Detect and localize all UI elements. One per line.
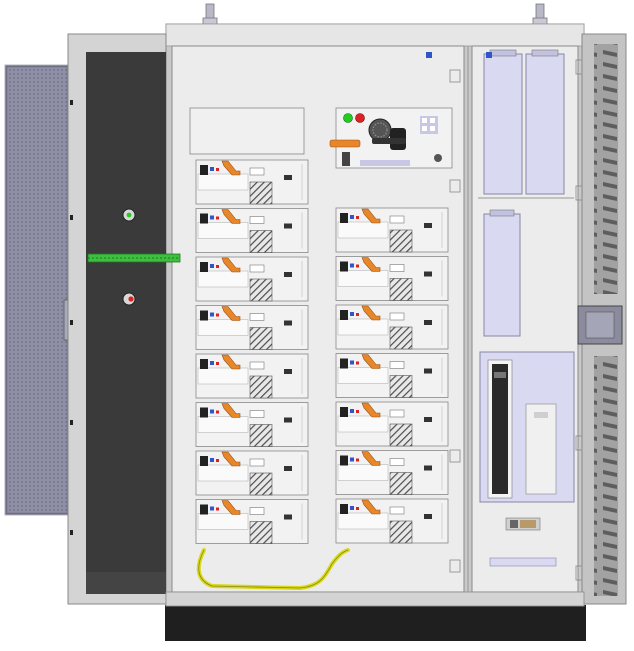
battery-modules-right xyxy=(335,207,449,544)
module-handle xyxy=(221,451,241,467)
bottom-frame-rail xyxy=(165,591,585,607)
right-door-louver-upper xyxy=(594,44,618,294)
module-handle xyxy=(361,208,381,224)
module-handle xyxy=(361,402,381,418)
module-handle xyxy=(221,354,241,370)
terminal-block xyxy=(489,517,557,567)
door-lock-lower[interactable] xyxy=(122,292,136,306)
right-door-louver-lower xyxy=(594,356,618,596)
battery-module xyxy=(195,402,309,447)
module-handle xyxy=(221,160,241,176)
accent-label-icon xyxy=(486,52,492,58)
module-handle xyxy=(221,209,241,224)
module-handle xyxy=(221,500,241,515)
battery-module xyxy=(335,353,449,398)
aux-unit-middle xyxy=(483,209,521,337)
lifting-eye-right xyxy=(532,3,548,25)
module-handle xyxy=(361,451,381,466)
indicator-green-icon xyxy=(343,113,353,123)
main-switch-handle[interactable] xyxy=(372,128,406,150)
battery-modules-left xyxy=(195,159,309,544)
module-handle xyxy=(361,499,381,515)
green-din-rail xyxy=(87,253,181,263)
control-panel xyxy=(189,107,453,169)
battery-module xyxy=(195,305,309,350)
module-handle xyxy=(361,354,381,369)
battery-module xyxy=(335,207,449,253)
battery-module xyxy=(195,450,309,496)
battery-module xyxy=(335,401,449,447)
battery-module xyxy=(335,450,449,495)
battery-module xyxy=(195,499,309,544)
battery-module xyxy=(335,256,449,301)
aux-unit-lower-panel xyxy=(479,351,575,503)
base-plinth xyxy=(165,605,586,641)
door-lock-upper[interactable] xyxy=(122,208,136,222)
module-handle xyxy=(361,257,381,272)
battery-module xyxy=(195,159,309,205)
cabinet-top-rail xyxy=(165,23,585,47)
battery-module xyxy=(335,304,449,350)
battery-module xyxy=(195,208,309,253)
fan-icon xyxy=(368,118,392,142)
left-door-dark-panel xyxy=(86,52,166,572)
accent-label-icon xyxy=(426,52,432,58)
module-handle xyxy=(361,305,381,321)
battery-module xyxy=(195,256,309,302)
aux-unit-top-right xyxy=(525,49,565,195)
module-handle xyxy=(221,403,241,418)
module-handle xyxy=(221,306,241,321)
battery-module xyxy=(335,498,449,544)
module-handle xyxy=(221,257,241,273)
lifting-eye-left xyxy=(202,3,218,25)
aux-unit-top-left xyxy=(483,49,523,195)
battery-module xyxy=(195,353,309,399)
indicator-red-icon xyxy=(355,113,365,123)
left-door-perforated xyxy=(5,65,69,515)
